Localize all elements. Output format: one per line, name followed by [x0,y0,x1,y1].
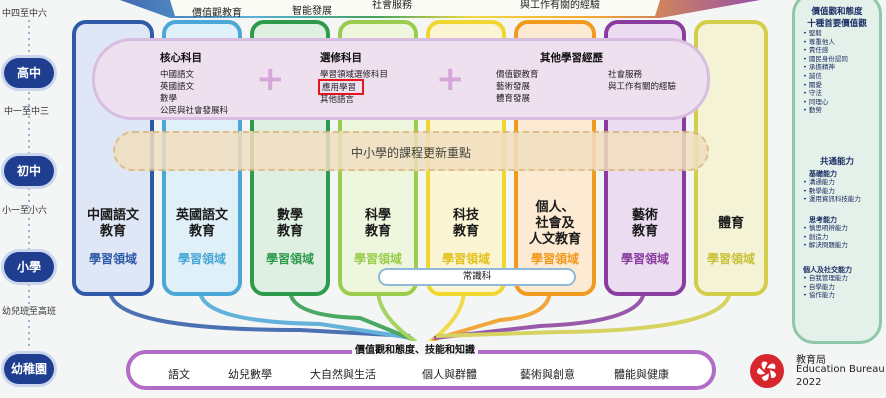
kla-label-technology: 學習領域 [441,252,490,266]
subject-chinese: 中國語文教育 [86,208,139,239]
stage-badge-primary: 小學 [4,252,54,282]
stage-label-s1-s3: 中一至中三 [4,107,50,117]
kla-label-mathematics: 學習領域 [265,252,314,266]
elective-subject-item: 學習領域選修科目 [320,70,389,80]
ole-item: 價值觀教育 [496,70,539,80]
thinking-skills-title: 思考能力 [809,216,837,224]
edb-year: 2022 [796,377,822,388]
basic-skills-list: 溝通能力 數學能力 運用資訊科技能力 [803,178,861,204]
kla-label-chinese: 學習領域 [88,252,137,266]
stage-badge-junior-secondary: 初中 [4,156,54,186]
plus-icon: + [436,59,465,99]
subject-pshe: 個人、社會及人文教育 [528,200,581,247]
kindergarten-learning-areas: 語文 幼兒數學 大自然與生活 個人與群體 藝術與創意 體能與健康 [126,350,716,390]
values-title: 價值觀和態度 [811,7,863,17]
senior-secondary-curriculum-box [92,38,710,120]
other-learning-experiences-title: 其他學習經歷 [540,52,603,64]
stage-badge-kindergarten: 幼稚園 [4,354,54,384]
kg-item: 體能與健康 [614,368,669,381]
kg-bar-title: 價值觀和態度、技能和知識 [352,341,478,356]
subject-science: 科學教育 [364,208,391,239]
elective-subjects-title: 選修科目 [320,52,362,64]
kla-label-pshe: 學習領域 [530,252,579,266]
core-subject-item: 英國語文 [160,82,195,92]
basic-skills-title: 基礎能力 [809,170,837,178]
kla-label-science: 學習領域 [353,252,402,266]
personal-social-skills-list: 自我管理能力 自學能力 協作能力 [803,274,848,300]
subject-english: 英國語文教育 [175,208,228,239]
personal-social-skills-title: 個人及社交能力 [803,266,852,274]
bauhinia-logo-icon [750,354,784,388]
top-ribbon-values-education: 價值觀教育 [192,8,242,19]
focus-text: 中小學的課程更新重點 [350,146,471,160]
stage-label-k1-k3: 幼兒班至高班 [2,307,57,317]
generic-skills-title: 共通能力 [819,157,854,167]
kla-label-arts: 學習領域 [620,252,669,266]
subject-mathematics: 數學教育 [276,208,303,239]
general-studies-bar: 常識科 [378,268,576,286]
ole-item: 藝術發展 [496,82,531,92]
stage-label-p1-p6: 小一至小六 [2,206,48,216]
kg-item: 語文 [168,368,190,381]
values-list: 堅毅 尊重他人 責任感 國民身份認同 承擔精神 誠信 關愛 守法 同理心 勤勞 [803,29,848,115]
kg-item: 大自然與生活 [310,368,376,381]
elective-subject-item: 其他語言 [320,95,355,105]
kg-item: 藝術與創意 [520,368,575,381]
core-subjects-title: 核心科目 [160,52,202,64]
kla-label-english: 學習領域 [177,252,226,266]
ole-item: 與工作有關的經驗 [608,82,677,92]
subject-technology: 科技教育 [452,208,479,239]
core-subject-item: 公民與社會發展科 [160,106,229,116]
edb-english-name: Education Bureau [796,364,885,375]
edb-chinese-name: 教育局 [796,355,826,366]
subject-pe: 體育 [717,216,744,231]
stage-label-s4-s6: 中四至中六 [2,9,48,19]
top-ribbon-intellectual: 智能發展 [292,6,332,17]
values-and-skills-panel: 價值觀和態度 十種首要價值觀 堅毅 尊重他人 責任感 國民身份認同 承擔精神 誠… [792,0,882,344]
kg-item: 幼兒數學 [228,368,272,381]
subject-arts: 藝術教育 [631,208,658,239]
top-ribbon-community-service: 社會服務 [372,0,412,11]
plus-icon: + [256,59,285,99]
top-ribbon-career-experience: 與工作有關的經驗 [520,0,600,11]
thinking-skills-list: 慎思明辨能力 創造力 解決問題能力 [803,224,848,250]
ole-item: 社會服務 [608,70,643,80]
values-subtitle: 十種首要價值觀 [807,19,867,29]
curriculum-renewal-focus: 中小學的課程更新重點 [113,131,709,171]
ole-item: 體育發展 [496,94,531,104]
stage-badge-senior-secondary: 高中 [4,58,54,88]
kg-item: 個人與群體 [422,368,477,381]
core-subject-item: 中國語文 [160,70,195,80]
kla-label-pe: 學習領域 [706,252,755,266]
elective-applied-learning: 應用學習 [318,79,365,95]
core-subject-item: 數學 [160,94,178,104]
